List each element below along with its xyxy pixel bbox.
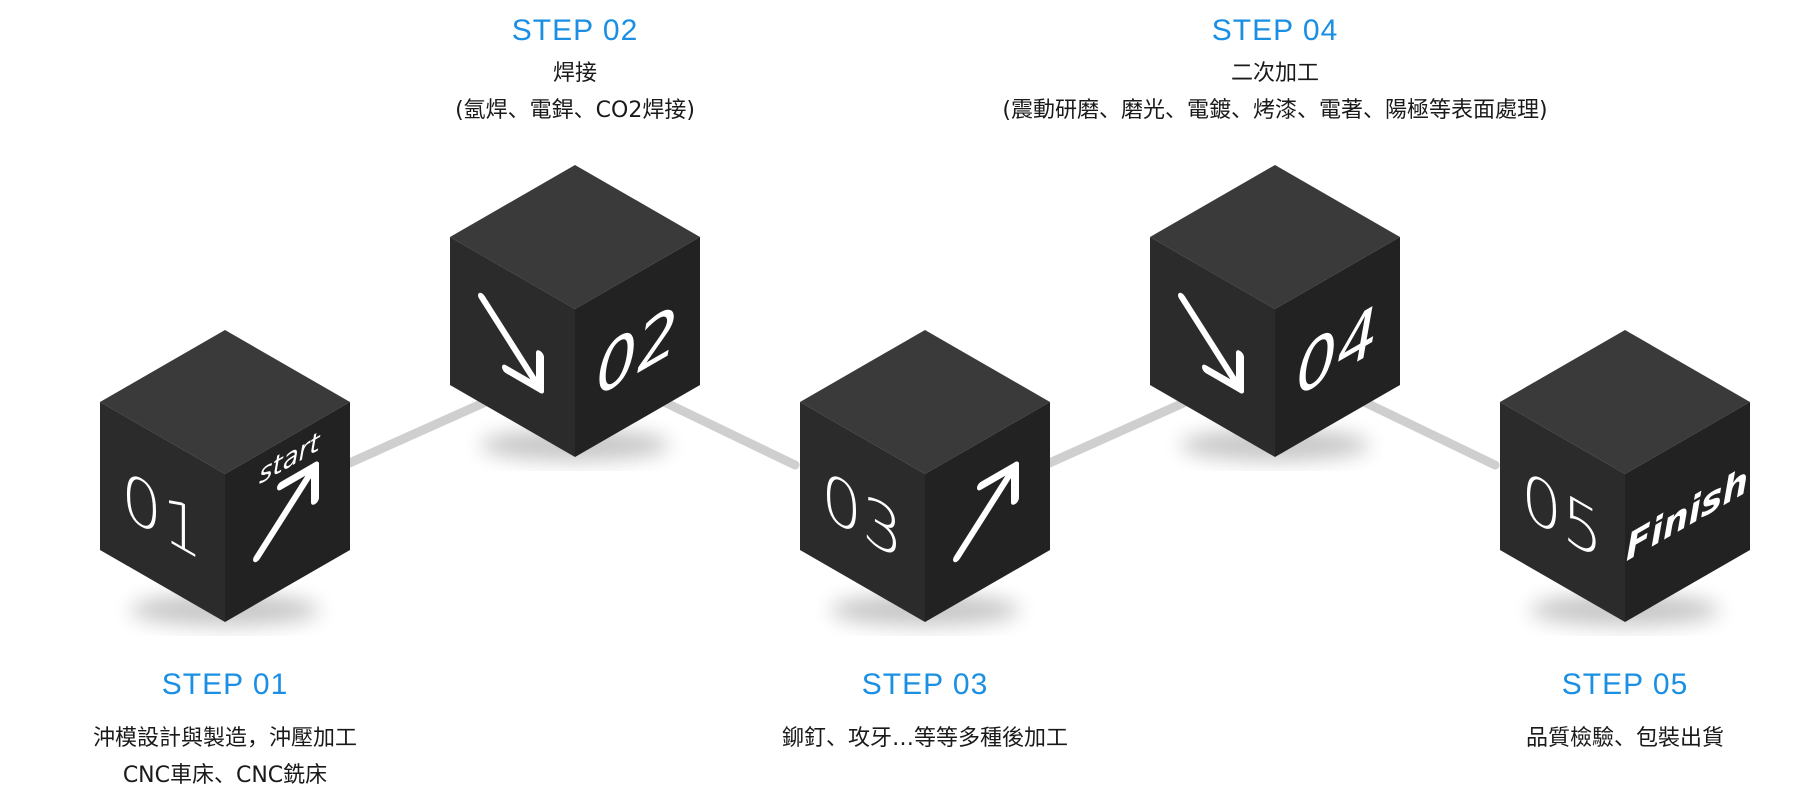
step-description-01: 沖模設計與製造，沖壓加工 CNC車床、CNC銑床	[0, 720, 525, 794]
description-line: (震動研磨、磨光、電鍍、烤漆、電著、陽極等表面處理)	[1002, 98, 1548, 123]
description-line: 鉚釘、攻牙…等等多種後加工	[781, 726, 1068, 751]
step-description-04: 二次加工 (震動研磨、磨光、電鍍、烤漆、電著、陽極等表面處理)	[975, 55, 1575, 129]
cube-right-face	[1625, 402, 1750, 622]
step-description-05: 品質檢驗、包裝出貨	[1325, 720, 1800, 757]
cube-step-01: 01 start	[100, 330, 350, 626]
arrow-down-right-icon	[1178, 292, 1244, 394]
connector-01-02	[340, 395, 495, 470]
cube-step-04: 04	[1150, 165, 1400, 461]
cube-left-face	[1500, 402, 1625, 622]
arrow-down-right-icon	[478, 292, 544, 394]
cube-right-face	[1275, 237, 1400, 457]
description-line: 品質檢驗、包裝出貨	[1525, 726, 1724, 751]
arrow-up-right-icon	[253, 461, 319, 563]
description-line: (氬焊、電銲、CO2焊接)	[455, 98, 695, 123]
step-label-01: STEP 01	[161, 668, 289, 701]
step-label-03: STEP 03	[861, 668, 989, 701]
connector-04-05	[1355, 395, 1500, 470]
connectors	[340, 395, 1500, 470]
cube-step-05: 05 Finish	[1500, 330, 1750, 626]
description-line: 二次加工	[1230, 61, 1319, 86]
description-line: 沖模設計與製造，沖壓加工	[92, 726, 357, 751]
cube-left-face	[800, 402, 925, 622]
cube-right-face	[575, 237, 700, 457]
description-line: 焊接	[552, 61, 597, 86]
step-description-02: 焊接 (氬焊、電銲、CO2焊接)	[275, 55, 875, 129]
description-line: CNC車床、CNC銑床	[122, 763, 328, 788]
step-label-04: STEP 04	[1211, 14, 1339, 47]
cube-step-02: 02	[450, 165, 700, 461]
cube-step-03: 03	[800, 330, 1050, 626]
arrow-up-right-icon	[953, 461, 1019, 563]
step-description-03: 鉚釘、攻牙…等等多種後加工	[625, 720, 1225, 757]
step-label-02: STEP 02	[511, 14, 639, 47]
cube-left-face	[100, 402, 225, 622]
connector-02-03	[655, 395, 800, 470]
connector-03-04	[1040, 395, 1195, 470]
step-label-05: STEP 05	[1561, 668, 1689, 701]
